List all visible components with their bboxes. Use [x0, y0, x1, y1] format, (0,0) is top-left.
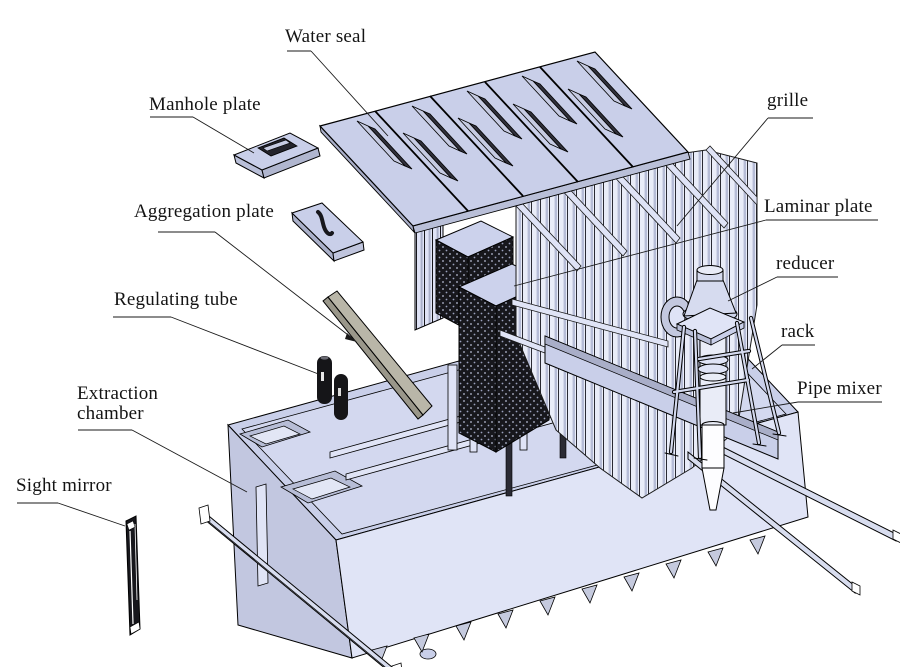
base-rails — [198, 504, 402, 667]
label-aggregation-plate: Aggregation plate — [134, 201, 275, 222]
laminar-plate-blocks — [414, 219, 551, 453]
label-reducer: reducer — [776, 253, 835, 274]
sight-mirror — [125, 515, 141, 636]
label-water-seal: Water seal — [285, 26, 367, 47]
water-seal-lid — [318, 51, 691, 234]
label-rack: rack — [781, 321, 815, 342]
manhole-plate-lower — [291, 202, 365, 263]
label-regulating-tube: Regulating tube — [114, 289, 238, 310]
leader-lines — [17, 50, 882, 527]
regulating-tubes — [317, 356, 348, 420]
rack — [664, 315, 787, 461]
manhole-plate-top — [232, 132, 321, 179]
label-grille: grille — [767, 90, 809, 111]
label-pipe-mixer: Pipe mixer — [797, 378, 882, 399]
label-manhole-plate: Manhole plate — [149, 94, 261, 115]
aggregation-plate — [322, 290, 433, 420]
label-extraction-chamber: Extraction chamber — [77, 383, 159, 424]
label-laminar-plate: Laminar plate — [764, 196, 873, 217]
label-sight-mirror: Sight mirror — [16, 475, 112, 496]
